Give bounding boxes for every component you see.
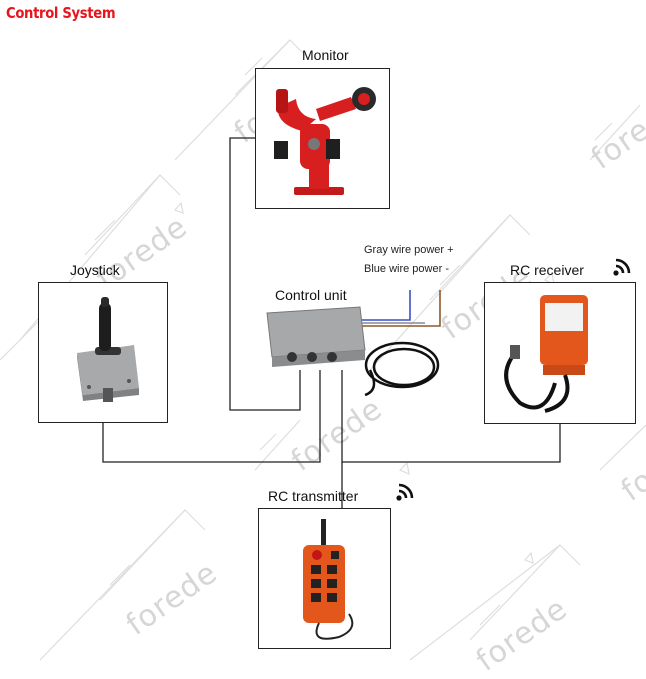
page-title: Control System — [6, 4, 116, 22]
rc-receiver-label: RC receiver — [510, 262, 584, 278]
wireless-signal-icon — [613, 258, 631, 276]
control-unit-enclosure — [266, 306, 366, 367]
blue-wire-note: Blue wire power - — [364, 263, 449, 275]
connection-wires — [102, 137, 561, 508]
transmitter-icon — [303, 519, 354, 640]
joystick-label: Joystick — [70, 262, 120, 278]
monitor-box — [255, 68, 390, 209]
joystick-box — [38, 282, 168, 423]
wireless-signal-icon — [396, 483, 414, 501]
rc-receiver-box — [484, 282, 636, 424]
joystick-icon — [77, 297, 139, 402]
fire-monitor-icon — [274, 87, 376, 195]
control-unit-label: Control unit — [275, 287, 347, 303]
rc-transmitter-label: RC transmitter — [268, 488, 359, 504]
receiver-icon — [504, 295, 588, 413]
rc-transmitter-box — [258, 508, 391, 649]
power-cable-coil — [364, 341, 440, 397]
gray-wire-note: Gray wire power + — [364, 244, 454, 256]
monitor-label: Monitor — [302, 47, 349, 63]
